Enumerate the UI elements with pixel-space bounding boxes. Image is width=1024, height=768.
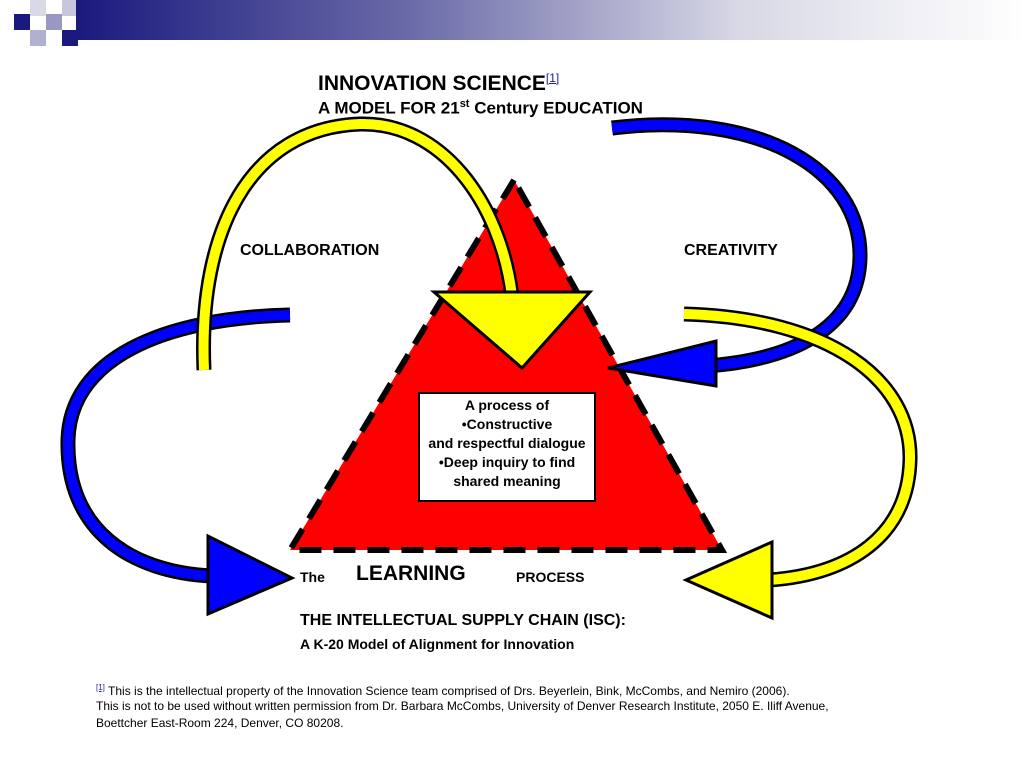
subtitle-sup: st [459,98,470,110]
title-footnote-link[interactable]: [1] [545,71,560,85]
yellow-arrow-right-head [682,539,774,621]
footnote-line-2: This is not to be used without written p… [96,699,829,713]
corner-square [46,14,62,30]
blue-arrow-collaboration-fill [62,310,291,581]
dialogue-box: A process of •Constructive and respectfu… [418,392,596,502]
header-gradient-band [76,0,1024,40]
footnote-text: This is the intellectual property of the… [104,684,790,698]
blue-arrow-creativity-fill [611,119,866,371]
page-subtitle: A MODEL FOR 21st Century EDUCATION [318,98,643,119]
yellow-arrow-right-fill [683,309,916,585]
isc-title: THE INTELLECTUAL SUPPLY CHAIN (ISC): [300,612,626,629]
corner-square [30,0,46,16]
learning-label: LEARNING [356,562,466,585]
creativity-label: CREATIVITY [684,242,778,259]
corner-square [14,14,30,30]
subtitle-post: Century EDUCATION [469,98,643,118]
yellow-arrow-top-fill [198,118,517,371]
box-line: •Constructive [461,416,553,432]
corner-decoration [0,0,1024,50]
title-text: INNOVATION SCIENCE [318,72,546,95]
blue-arrow-creativity-head [607,339,718,388]
isc-subtitle: A K-20 Model of Alignment for Innovation [300,636,575,652]
subtitle-pre: A MODEL FOR 21 [318,98,460,118]
collaboration-label: COLLABORATION [240,242,380,259]
footnote-ref-link[interactable]: [1] [96,683,105,692]
page-title: INNOVATION SCIENCE[1] [318,66,559,96]
footnote-line-3: Boettcher East-Room 224, Denver, CO 8020… [96,716,344,730]
box-line: A process of [464,397,550,413]
box-line: and respectful dialogue [428,435,586,451]
the-label: The [300,569,325,585]
process-label: PROCESS [516,569,585,585]
footnote-line-1: [1] This is the intellectual property of… [96,682,790,698]
box-line: shared meaning [453,473,561,489]
blue-arrow-collaboration-head [206,533,296,617]
corner-square [30,30,46,46]
corner-square [62,30,78,46]
box-line: •Deep inquiry to find [438,454,576,470]
learning-triangle [284,174,728,553]
yellow-arrow-top-head [429,290,594,371]
corner-square [62,0,78,16]
